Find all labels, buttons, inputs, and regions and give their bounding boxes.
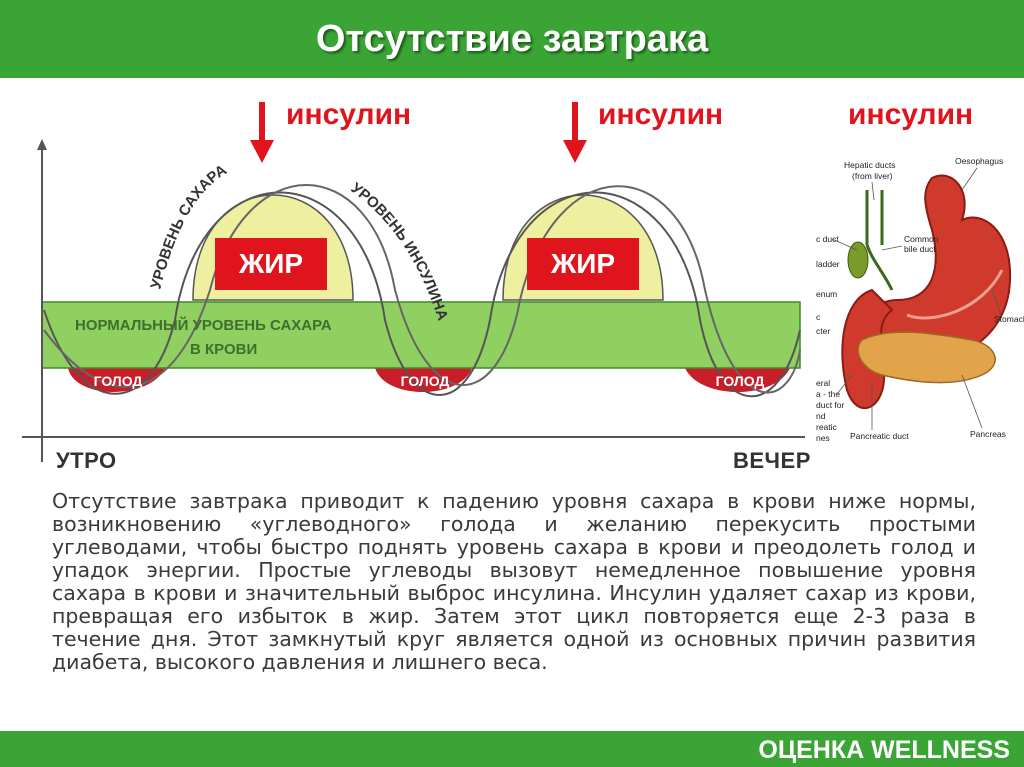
sugar-curve [43,191,801,398]
fat-label-2: ЖИР [527,238,639,290]
svg-text:cter: cter [816,326,830,336]
hunger-label-2: ГОЛОД [401,373,450,389]
gallbladder-shape [847,241,869,279]
insulin-curve [43,184,801,394]
svg-text:ladder: ladder [816,259,840,269]
hunger-dip-3 [685,368,790,392]
digestive-anatomy-illustration: Hepatic ducts (from liver) Oesophagus c … [816,156,1024,443]
svg-text:Pancreatic duct: Pancreatic duct [850,431,909,441]
insulin-label-2: инсулин [598,98,724,131]
normal-band-label-1: НОРМАЛЬНЫЙ УРОВЕНЬ САХАРА [75,316,332,334]
slide-title: Отсутствие завтрака [315,17,709,60]
svg-text:nd: nd [816,411,826,421]
insulin-label-1: инсулин [286,98,412,131]
normal-sugar-band [41,301,801,369]
insulin-label-3: инсулин [848,98,974,131]
title-bar: Отсутствие завтрака [0,0,1024,78]
svg-text:c duct: c duct [816,234,839,244]
morning-label: УТРО [56,448,117,473]
normal-band-label-2: В КРОВИ [190,341,257,358]
svg-text:reatic: reatic [816,422,838,432]
svg-text:duct for: duct for [816,400,845,410]
insulin-arrow-1 [250,102,274,163]
svg-text:nes: nes [816,433,830,443]
footer-text: ОЦЕНКА WELLNESS [758,736,1010,764]
svg-text:Common: Common [904,234,939,244]
svg-text:Oesophagus: Oesophagus [955,156,1003,166]
evening-label: ВЕЧЕР [733,448,811,473]
svg-text:Stomach: Stomach [994,314,1024,324]
fat-label-1: ЖИР [215,238,327,290]
svg-text:enum: enum [816,289,837,299]
pancreas-shape [857,331,996,384]
svg-text:Hepatic ducts: Hepatic ducts [844,160,896,170]
description-text: Отсутствие завтрака приводит к падению у… [52,489,976,674]
svg-text:c: c [816,312,821,322]
hunger-label-1: ГОЛОД [94,373,143,389]
svg-text:(from liver): (from liver) [852,171,893,181]
hunger-dip-2 [375,368,472,392]
stomach-shape [870,174,1012,359]
svg-text:a - the: a - the [816,389,840,399]
svg-text:bile duct: bile duct [904,244,936,254]
footer-bar: ОЦЕНКА WELLNESS [0,731,1024,767]
svg-text:Pancreas: Pancreas [970,429,1006,439]
svg-text:eral: eral [816,378,830,388]
hunger-label-3: ГОЛОД [716,373,765,389]
insulin-arrow-2 [563,102,587,163]
